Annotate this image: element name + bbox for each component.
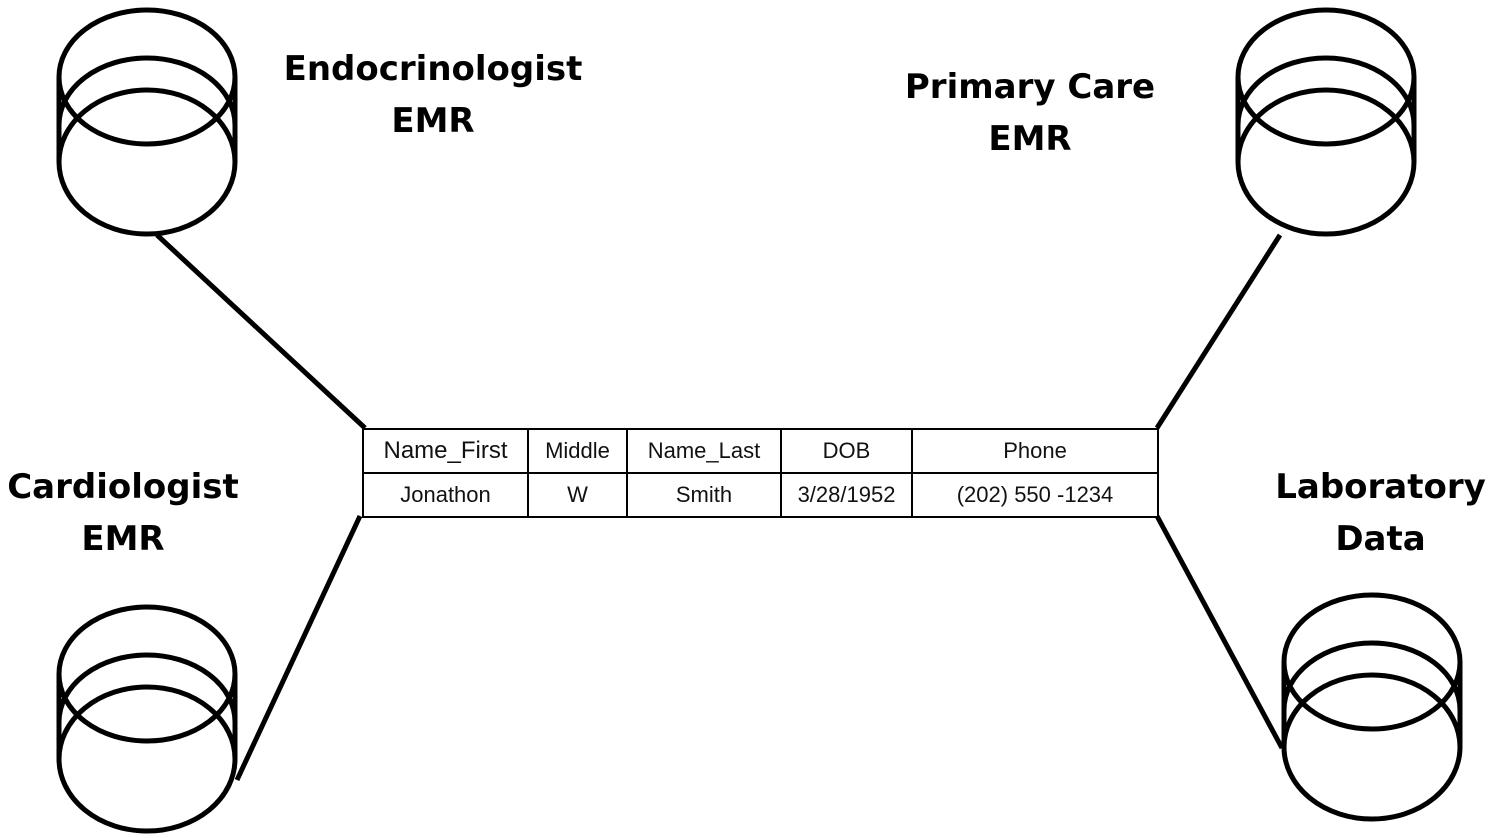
cardiologist-label-line-1: Cardiologist [7,467,239,507]
primary-care-label-line-2: EMR [988,119,1072,159]
endocrinologist-emr-label: Endocrinologist EMR [283,43,583,147]
header-middle: Middle [527,428,628,474]
cardiologist-emr-label: Cardiologist EMR [0,461,246,565]
header-name-last: Name_Last [626,428,782,474]
laboratory-label-line-2: Data [1335,519,1426,559]
header-name-first: Name_First [362,428,529,474]
cardiologist-label-line-2: EMR [81,519,165,559]
patient-record-table: Name_First Middle Name_Last DOB Phone Jo… [362,428,1159,518]
laboratory-database-icon [1281,592,1463,822]
connector-primary-care [1154,233,1283,430]
cell-dob: 3/28/1952 [780,472,913,518]
table-row: Jonathon W Smith 3/28/1952 (202) 550 -12… [362,472,1159,518]
laboratory-data-label: Laboratory Data [1272,461,1489,565]
endocrinologist-database-icon [56,7,238,237]
table-header-row: Name_First Middle Name_Last DOB Phone [362,428,1159,474]
laboratory-label-line-1: Laboratory [1275,467,1486,507]
header-dob: DOB [780,428,913,474]
header-phone: Phone [911,428,1159,474]
primary-care-label-line-1: Primary Care [904,67,1156,107]
primary-care-emr-label: Primary Care EMR [890,61,1170,165]
cell-name-first: Jonathon [362,472,529,518]
endocrinologist-label-line-2: EMR [391,101,475,141]
endocrinologist-label-line-1: Endocrinologist [283,49,583,89]
cell-phone: (202) 550 -1234 [911,472,1159,518]
connector-endocrinologist [155,233,367,430]
cardiologist-database-icon [56,604,238,834]
cell-name-last: Smith [626,472,782,518]
cell-middle: W [527,472,628,518]
connector-cardiologist [234,514,363,782]
primary-care-database-icon [1235,7,1417,237]
connector-laboratory [1154,514,1285,750]
